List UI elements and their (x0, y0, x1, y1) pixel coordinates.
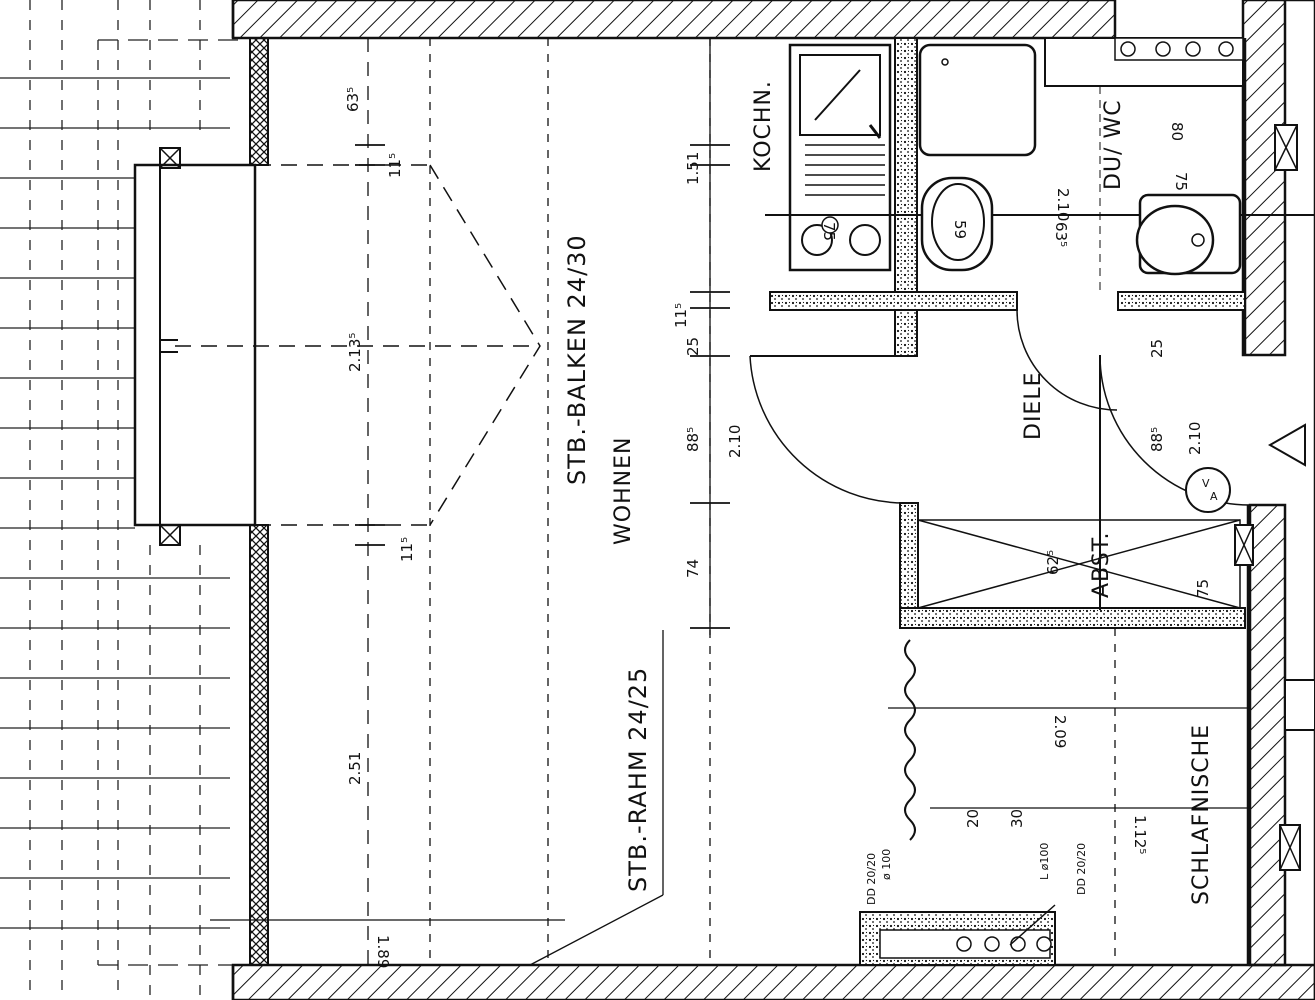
bathroom-fixtures (918, 37, 1244, 276)
dim-2-10: 2.10 (726, 425, 744, 458)
dim-11-5-top: 11⁵ (386, 153, 404, 178)
dim-80: 80 (1168, 122, 1186, 141)
dim-75-abst: 75 (1194, 579, 1212, 598)
roof-area (0, 0, 245, 1000)
beam-labels: STB.-BALKEN 24/30 STB.-RAHM 24/25 (563, 234, 652, 892)
dim-88-5: 88⁵ (684, 427, 702, 452)
dim-1-51: 1.51 (684, 152, 702, 185)
room-abst: ABST. (1089, 531, 1114, 598)
service-notes: DD 20/20 ø 100 L ø100 DD 20/20 (865, 843, 1088, 905)
room-wohnen: WOHNEN (611, 437, 636, 545)
note-dd-right: DD 20/20 (1075, 843, 1088, 895)
kitchenette (765, 43, 1315, 272)
dim-30: 30 (1008, 809, 1026, 828)
dim-2-09: 2.09 (1051, 715, 1069, 748)
room-schlafnische: SCHLAFNISCHE (1189, 724, 1214, 905)
dim-88-5-diele: 88⁵ (1148, 427, 1166, 452)
dimension-lines (210, 38, 1250, 966)
dim-75-wc: 75 (1172, 172, 1190, 191)
svg-text:V: V (1202, 477, 1210, 490)
room-labels: WOHNEN KOCHN. DU/ WC DIELE ABST. SCHLAFN… (611, 80, 1214, 905)
dim-74: 74 (684, 559, 702, 578)
dim-1-89: 1.89 (374, 935, 392, 968)
meter-symbol: V A (1185, 423, 1306, 513)
room-diele: DIELE (1021, 372, 1046, 441)
dim-2-51: 2.51 (346, 752, 364, 785)
svg-text:A: A (1210, 490, 1218, 503)
right-windows (1234, 124, 1301, 871)
dim-62-5: 62⁵ (1044, 550, 1062, 575)
dim-2-10-kitchen: 2.10 (1054, 188, 1072, 221)
curtain (904, 639, 916, 841)
outer-walls (231, 0, 1315, 1000)
dim-2-10-diele: 2.10 (1186, 422, 1204, 455)
beam-rahm: STB.-RAHM 24/25 (624, 667, 652, 892)
dimension-labels: 63⁵ 11⁵ 2.13⁵ 11⁵ 2.51 1.89 1.51 11⁵ 25 … (344, 87, 1212, 969)
dim-20: 20 (964, 809, 982, 828)
dim-63-5: 63⁵ (344, 87, 362, 112)
bottom-sockets (879, 904, 1056, 959)
dim-11-5-bottom: 11⁵ (398, 537, 416, 562)
dormer (133, 147, 541, 546)
note-lamp: L ø100 (1038, 843, 1051, 880)
note-dd-left: DD 20/20 (865, 853, 878, 905)
dim-59: 59 (951, 220, 969, 239)
doors (749, 309, 1251, 506)
wall-sockets (1114, 37, 1244, 61)
note-dd-left-dia: ø 100 (880, 849, 893, 880)
dim-2-13-5: 2.13⁵ (346, 333, 364, 372)
storage-cross (917, 519, 1241, 609)
dim-25-diele: 25 (1148, 339, 1166, 358)
dim-25: 25 (684, 337, 702, 356)
dim-1-12-5: 1.12⁵ (1131, 815, 1149, 854)
dim-75-kitchen: 75 (820, 222, 838, 241)
room-kochn: KOCHN. (751, 80, 776, 172)
dim-11-5-mid: 11⁵ (672, 303, 690, 328)
beam-balken: STB.-BALKEN 24/30 (563, 234, 591, 485)
dim-63-5-bath: 63⁵ (1052, 222, 1070, 247)
room-du-wc: DU/ WC (1101, 99, 1126, 190)
